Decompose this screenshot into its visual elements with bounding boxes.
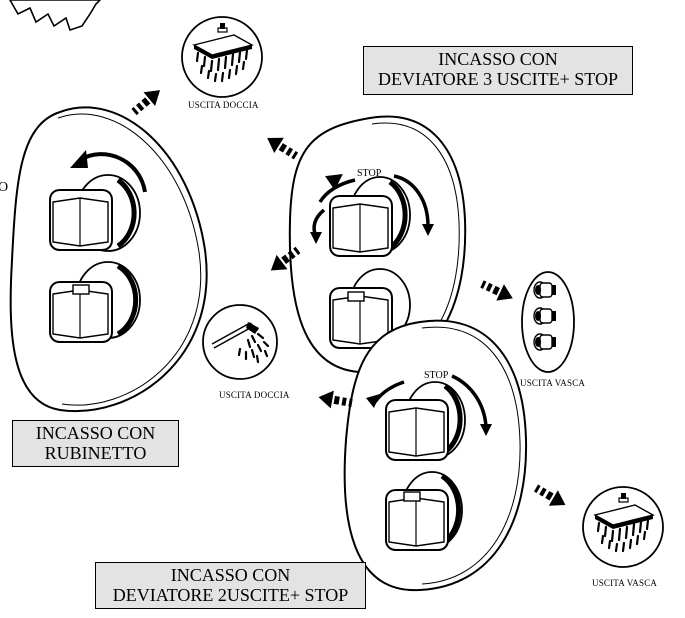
outlet-label-vasca-bottom: USCITA VASCA (592, 578, 658, 588)
stop-label-2-uscite: STOP (424, 370, 449, 381)
caption-line-2: DEVIATORE 2USCITE+ STOP (112, 585, 349, 605)
rain-shower-head-icon (180, 15, 264, 99)
caption-deviatore-3-uscite: INCASSO CON DEVIATORE 3 USCITE+ STOP (363, 46, 633, 95)
hand-shower-icon (201, 303, 279, 381)
caption-line-1: INCASSO CON (170, 565, 291, 585)
rain-shower-head-icon-vasca (581, 485, 665, 569)
outlet-label-doccia-mid: USCITA DOCCIA (219, 390, 290, 400)
caption-line-2: DEVIATORE 3 USCITE+ STOP (377, 69, 618, 89)
cut-off-text: O (0, 180, 8, 195)
mixer-plate-2-uscite (343, 319, 528, 592)
caption-line-1: INCASSO CON (438, 49, 558, 69)
caption-deviatore-2-uscite: INCASSO CON DEVIATORE 2USCITE+ STOP (95, 562, 366, 609)
outlet-label-doccia-top: USCITA DOCCIA (188, 100, 259, 110)
star-badge-icon (9, 0, 102, 32)
stop-label-3-uscite: STOP (357, 168, 382, 179)
mixer-plate-3-uscite (288, 115, 467, 374)
outlet-label-vasca-jets: USCITA VASCA (520, 378, 586, 388)
caption-line-1: INCASSO CON (35, 423, 156, 443)
body-jets-icon (521, 271, 575, 373)
caption-rubinetto: INCASSO CON RUBINETTO (12, 420, 179, 467)
mixer-plate-rubinetto (9, 106, 208, 413)
caption-line-2: RUBINETTO (44, 443, 147, 463)
